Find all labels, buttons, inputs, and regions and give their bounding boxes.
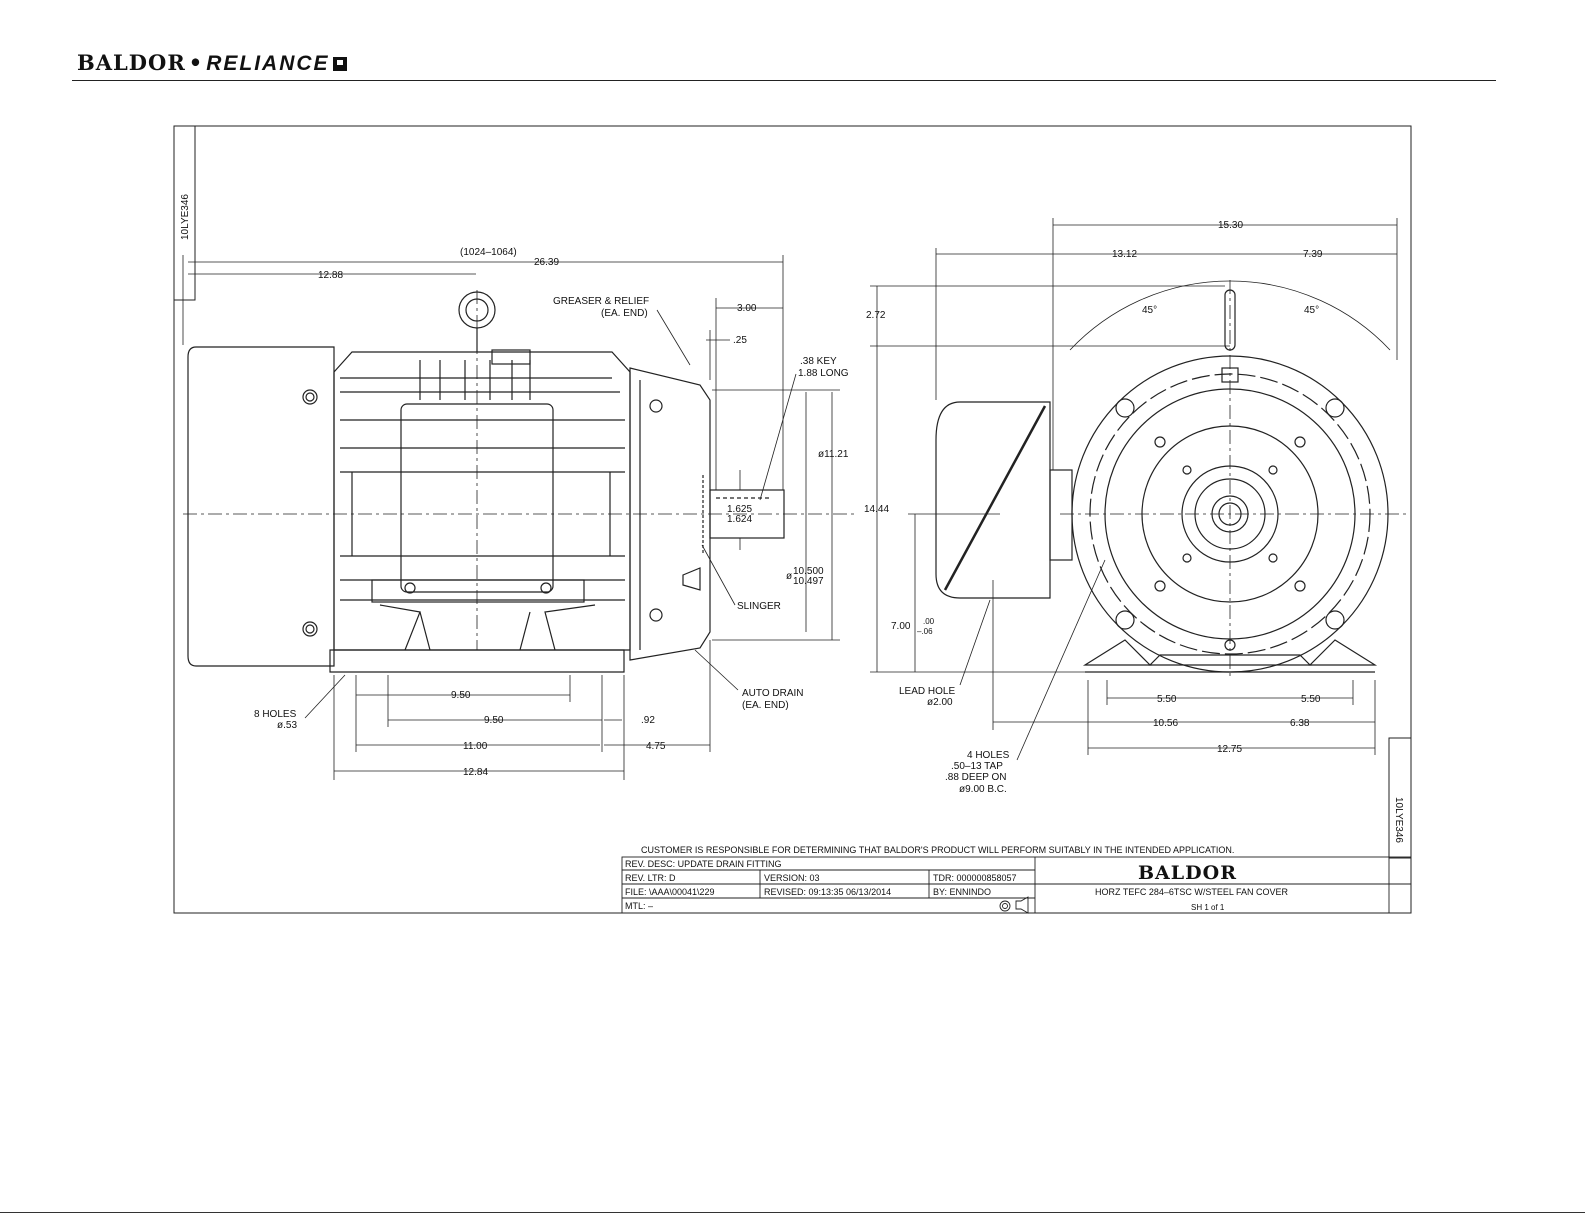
dim-pilot-min: 10.497 (793, 576, 824, 587)
label-tap-size: .50–13 TAP (951, 761, 1003, 772)
dim-foot-950-a: 9.50 (451, 690, 471, 701)
dim-width-left: 13.12 (1112, 249, 1137, 260)
dim-angle-left: 45° (1142, 305, 1157, 316)
drawing-id-bottom: 10LYE346 (1393, 797, 1404, 843)
title-by: BY: ENNINDO (933, 887, 991, 897)
title-rev-desc: REV. DESC: UPDATE DRAIN FITTING (625, 859, 782, 869)
dim-tol-minus: –.06 (917, 627, 933, 636)
dim-frame-dia: ø11.21 (818, 449, 849, 460)
label-holes-dia: ø.53 (277, 720, 297, 731)
end-view (935, 280, 1410, 680)
dim-width-total: 15.30 (1218, 220, 1243, 231)
end-view-dimension-lines (870, 218, 1398, 761)
dim-width-right: 7.39 (1303, 249, 1323, 260)
dim-shaft-shoulder: .25 (733, 335, 747, 346)
dim-weight-range: (1024–1064) (460, 247, 517, 258)
dim-foot-950-b: 9.50 (484, 715, 504, 726)
disclaimer-text: CUSTOMER IS RESPONSIBLE FOR DETERMINING … (641, 845, 1234, 855)
label-tap-bc: ø9.00 B.C. (959, 784, 1007, 795)
dim-overall-length: 26.39 (534, 257, 559, 268)
dim-tol-plus: .00 (923, 617, 935, 626)
id-box-top (173, 125, 196, 301)
brand-reliance: RELIANCE (206, 52, 330, 75)
dim-1056: 10.56 (1153, 718, 1178, 729)
label-auto-drain: AUTO DRAIN (742, 688, 804, 699)
label-slinger: SLINGER (737, 601, 781, 612)
dim-foot-1100: 11.00 (463, 741, 488, 752)
title-file: FILE: \AAA\00041\229 (625, 887, 715, 897)
dim-shaft-092: .92 (641, 715, 655, 726)
side-view (183, 290, 855, 673)
baldor-reliance-logo: BALDOR•RELIANCE (77, 50, 347, 76)
drawing-id-top: 10LYE346 (180, 194, 191, 240)
dim-foot-1284: 12.84 (463, 767, 488, 778)
dim-lift-to-end: 12.88 (318, 270, 343, 281)
label-greaser: GREASER & RELIEF (553, 296, 649, 307)
dim-638: 6.38 (1290, 718, 1310, 729)
header-rule (72, 80, 1496, 81)
title-revised: REVISED: 09:13:35 06/13/2014 (764, 887, 891, 897)
dim-shaft-dia-min: 1.624 (727, 514, 752, 525)
label-lead-hole: LEAD HOLE (899, 686, 955, 697)
label-auto-drain-sub: (EA. END) (742, 700, 789, 711)
dim-shaft-dia-max: 1.625 (727, 504, 752, 515)
dim-foot-550-a: 5.50 (1157, 694, 1177, 705)
label-holes: 8 HOLES (254, 709, 297, 720)
footer-rule (0, 1212, 1585, 1213)
dim-1275: 12.75 (1217, 744, 1242, 755)
drawing-border (173, 125, 1412, 914)
label-lead-hole-dia: ø2.00 (927, 697, 953, 708)
label-tap-holes: 4 HOLES (967, 750, 1010, 761)
dim-height-total: 14.44 (864, 504, 889, 515)
title-block (621, 856, 1412, 914)
title-description: HORZ TEFC 284–6TSC W/STEEL FAN COVER (1095, 887, 1289, 897)
brand-separator: • (188, 50, 204, 75)
title-tdr: TDR: 000000858057 (933, 873, 1017, 883)
dim-angle-right: 45° (1304, 305, 1319, 316)
dim-pilot-prefix: ø (786, 571, 792, 582)
title-mtl: MTL: – (625, 901, 653, 911)
id-box-bottom (1388, 737, 1412, 859)
title-rev-ltr: REV. LTR: D (625, 873, 676, 883)
title-version: VERSION: 03 (764, 873, 820, 883)
dim-shaft-height: 7.00 (891, 621, 911, 632)
label-tap-depth: .88 DEEP ON (945, 772, 1007, 783)
dim-shaft-475: 4.75 (646, 741, 666, 752)
label-key: .38 KEY (800, 356, 837, 367)
label-key-long: 1.88 LONG (798, 368, 849, 379)
dim-pilot-max: 10.500 (793, 566, 824, 577)
label-greaser-sub: (EA. END) (601, 308, 648, 319)
brand-mark-icon (332, 57, 347, 71)
dim-top-272: 2.72 (866, 310, 886, 321)
side-view-dimension-lines (182, 255, 840, 780)
brand-baldor: BALDOR (77, 50, 186, 75)
dim-shaft-length: 3.00 (737, 303, 757, 314)
dim-foot-550-b: 5.50 (1301, 694, 1321, 705)
page-header: BALDOR•RELIANCE (0, 0, 1585, 90)
title-sheet: SH 1 of 1 (1191, 903, 1225, 912)
title-logo: BALDOR (1138, 862, 1237, 884)
